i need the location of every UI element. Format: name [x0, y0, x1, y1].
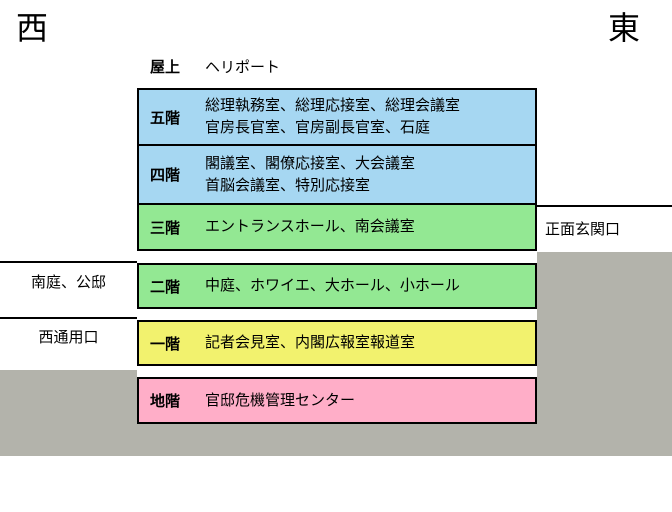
- main-entrance-label: 正面玄関口: [545, 221, 621, 238]
- floor-5-rooms-line-1: 総理執務室、総理応接室、総理会議室: [205, 97, 461, 114]
- floor-4-name: 四階: [150, 167, 181, 184]
- floor-2-name: 二階: [150, 278, 181, 296]
- rooftop-label: 屋上: [150, 59, 181, 76]
- floor-4-rooms-line-2: 首脳会議室、特別応接室: [205, 176, 371, 194]
- floor-4-rooms: 閣議室、閣僚応接室、大会議室 首脳会議室、特別応接室: [205, 153, 415, 197]
- direction-east-label: 東: [608, 10, 641, 46]
- terrace-line-west-lower: [0, 317, 137, 319]
- floor-2-rooms-line-1: 中庭、ホワイエ、大ホール、小ホール: [205, 277, 460, 294]
- rooftop-facility-label: ヘリポート: [205, 59, 281, 76]
- floor-3-row: 三階 エントランスホール、南会議室: [137, 203, 537, 251]
- ground-east: [537, 252, 672, 456]
- basement-name: 地階: [150, 393, 181, 410]
- floor-3-name: 三階: [150, 219, 181, 237]
- terrace-line-west-upper: [0, 261, 137, 263]
- floor-5-rooms: 総理執務室、総理応接室、総理会議室 官房長官室、官房副長官室、石庭: [205, 95, 460, 139]
- floor-1-rooms: 記者会見室、内閣広報室報道室: [205, 332, 415, 354]
- ground-below-building: [137, 424, 537, 456]
- floor-4-rooms-line-1: 閣議室、閣僚応接室、大会議室: [205, 154, 416, 172]
- ground-level-line-east: [537, 205, 672, 207]
- floor-5-rooms-line-2: 官房長官室、官房副長官室、石庭: [205, 119, 431, 136]
- floor-3-rooms-line-1: エントランスホール、南会議室: [205, 218, 415, 235]
- floor-5-row: 五階 総理執務室、総理応接室、総理会議室 官房長官室、官房副長官室、石庭: [137, 88, 537, 146]
- ground-west: [0, 370, 137, 456]
- floor-5-name: 五階: [150, 109, 181, 127]
- basement-rooms-line-1: 官邸危機管理センター: [205, 391, 356, 409]
- floor-2-row: 二階 中庭、ホワイエ、大ホール、小ホール: [137, 263, 537, 309]
- basement-rooms: 官邸危機管理センター: [205, 390, 355, 412]
- floor-4-row: 四階 閣議室、閣僚応接室、大会議室 首脳会議室、特別応接室: [137, 144, 537, 205]
- rooftop-row: 屋上 ヘリポート: [150, 56, 280, 77]
- basement-row: 地階 官邸危機管理センター: [137, 377, 537, 424]
- floor-2-rooms: 中庭、ホワイエ、大ホール、小ホール: [205, 275, 460, 297]
- south-garden-label: 南庭、公邸: [30, 274, 106, 291]
- floor-1-name: 一階: [150, 335, 181, 353]
- west-service-entrance-label: 西通用口: [38, 329, 99, 346]
- direction-west-label: 西: [16, 10, 49, 46]
- floor-1-rooms-line-1: 記者会見室、内閣広報室報道室: [205, 334, 416, 351]
- floor-1-row: 一階 記者会見室、内閣広報室報道室: [137, 320, 537, 366]
- floor-3-rooms: エントランスホール、南会議室: [205, 216, 415, 238]
